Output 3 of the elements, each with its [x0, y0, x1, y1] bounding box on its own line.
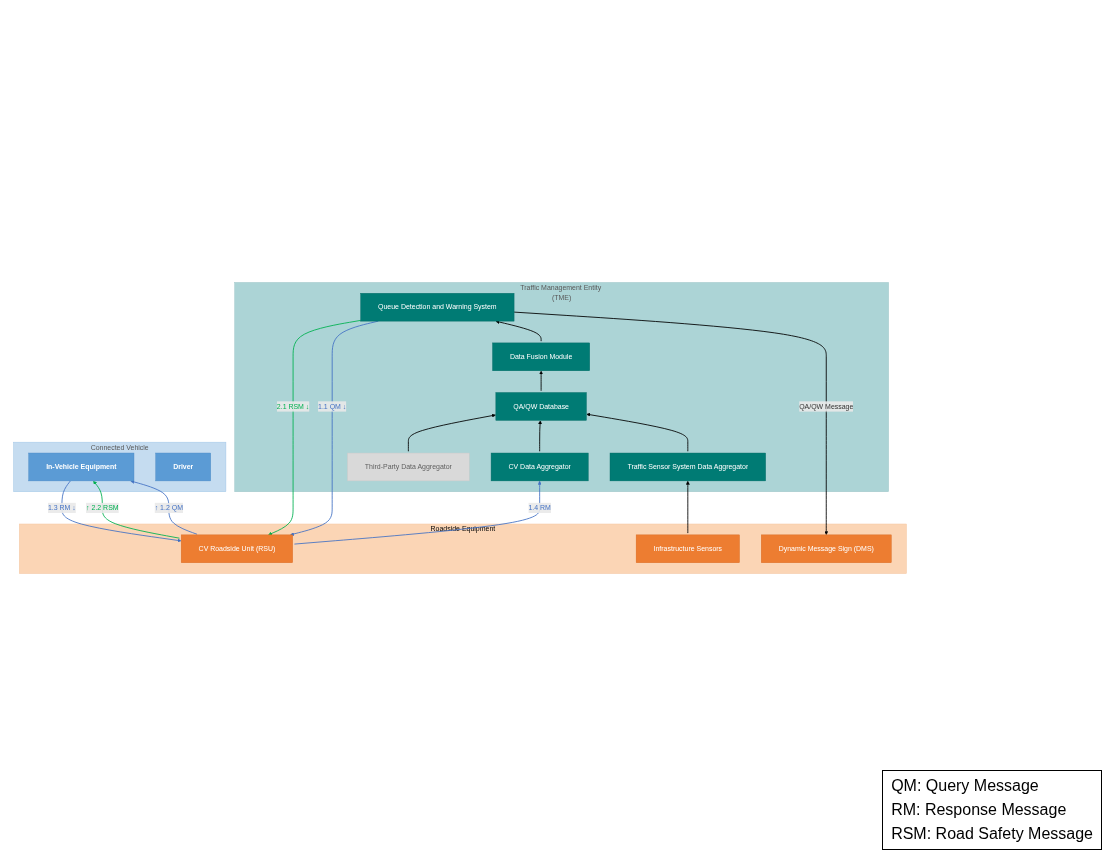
legend-entry: RSM: Road Safety Message: [891, 824, 1093, 844]
legend-entry: RM: Response Message: [891, 800, 1068, 820]
legend-entry: QM: Query Message: [891, 776, 1040, 796]
